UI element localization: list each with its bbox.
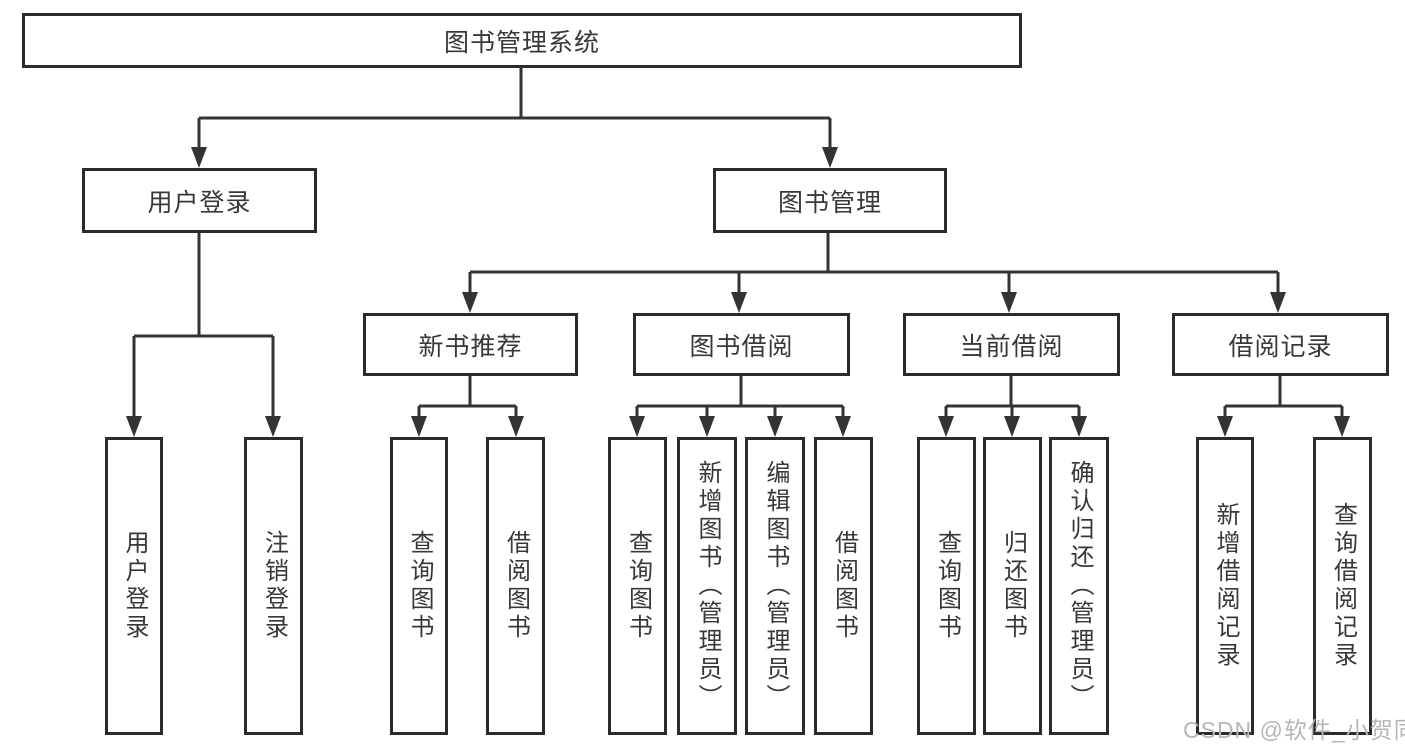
leaf-recommend-query-book: 查询图书 xyxy=(390,437,448,735)
leaf-borrow-query-book-label: 查询图书 xyxy=(624,530,652,642)
node-user-login-label: 用户登录 xyxy=(147,188,252,217)
leaf-borrow-borrow-book-label: 借阅图书 xyxy=(830,530,858,642)
leaf-logout: 注销登录 xyxy=(244,437,303,735)
leaf-recommend-query-book-label: 查询图书 xyxy=(406,530,433,642)
node-new-book-recommend: 新书推荐 xyxy=(363,313,578,376)
node-new-book-recommend-label: 新书推荐 xyxy=(418,332,523,361)
leaf-return-book-label: 归还图书 xyxy=(999,530,1027,642)
node-borrow-records: 借阅记录 xyxy=(1172,313,1389,376)
leaf-confirm-return-admin-label: 确认归还（管理员） xyxy=(1066,460,1093,712)
leaf-add-book-admin: 新增图书（管理员） xyxy=(677,437,737,735)
leaf-edit-book-admin-label: 编辑图书（管理员） xyxy=(762,460,789,712)
connector-book-management-to-level3 xyxy=(462,233,1286,313)
connector-new-book-recommend-children xyxy=(411,376,524,437)
node-book-management: 图书管理 xyxy=(713,168,947,233)
node-current-borrow: 当前借阅 xyxy=(903,313,1120,376)
node-book-management-label: 图书管理 xyxy=(777,188,882,217)
leaf-query-borrow-record: 查询借阅记录 xyxy=(1313,437,1372,735)
node-borrow-records-label: 借阅记录 xyxy=(1228,332,1333,361)
leaf-borrow-query-book: 查询图书 xyxy=(608,437,667,735)
leaf-current-query-book: 查询图书 xyxy=(917,437,976,735)
connector-current-borrow-children xyxy=(938,376,1087,437)
leaf-query-borrow-record-label: 查询借阅记录 xyxy=(1329,502,1357,670)
leaf-add-borrow-record: 新增借阅记录 xyxy=(1196,437,1254,735)
leaf-current-query-book-label: 查询图书 xyxy=(933,530,961,642)
leaf-user-login-label: 用户登录 xyxy=(121,530,148,642)
node-root-system-label: 图书管理系统 xyxy=(443,28,600,57)
leaf-borrow-borrow-book: 借阅图书 xyxy=(814,437,873,735)
leaf-edit-book-admin: 编辑图书（管理员） xyxy=(745,437,805,735)
leaf-user-login: 用户登录 xyxy=(105,437,163,735)
csdn-watermark: CSDN @软件_小贺同学 xyxy=(1183,717,1405,743)
leaf-confirm-return-admin: 确认归还（管理员） xyxy=(1049,437,1109,735)
leaf-recommend-borrow-book: 借阅图书 xyxy=(486,437,545,735)
node-user-login: 用户登录 xyxy=(82,168,317,233)
leaf-add-book-admin-label: 新增图书（管理员） xyxy=(694,460,721,712)
connector-borrow-records-children xyxy=(1217,376,1350,437)
node-book-borrow: 图书借阅 xyxy=(633,313,850,376)
connector-book-borrow-children xyxy=(629,376,851,437)
leaf-logout-label: 注销登录 xyxy=(260,530,288,642)
leaf-return-book: 归还图书 xyxy=(983,437,1042,735)
node-current-borrow-label: 当前借阅 xyxy=(959,332,1064,361)
leaf-recommend-borrow-book-label: 借阅图书 xyxy=(502,530,530,642)
node-book-borrow-label: 图书借阅 xyxy=(689,332,794,361)
connector-root-to-level2 xyxy=(191,68,838,168)
leaf-add-borrow-record-label: 新增借阅记录 xyxy=(1212,502,1239,670)
connector-user-login-children xyxy=(126,233,281,437)
node-root-system: 图书管理系统 xyxy=(22,13,1022,68)
